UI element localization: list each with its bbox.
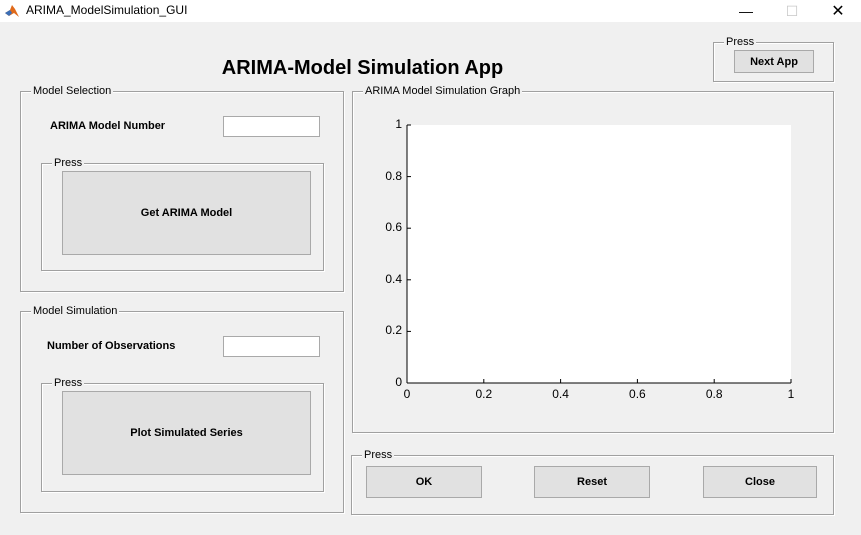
y-tick-label: 0.6 xyxy=(385,220,402,235)
page-title: ARIMA-Model Simulation App xyxy=(221,57,504,79)
y-tick-label: 1 xyxy=(395,117,402,131)
ok-button[interactable]: OK xyxy=(366,466,482,498)
y-tick-label: 0 xyxy=(395,375,402,389)
minimize-icon: — xyxy=(739,3,753,19)
plot-press-panel: Press xyxy=(41,376,324,492)
number-of-observations-input[interactable] xyxy=(223,336,320,357)
x-tick-label: 0.4 xyxy=(552,387,569,401)
actions-panel-label: Press xyxy=(362,448,395,462)
close-button[interactable]: Close xyxy=(703,466,817,498)
plot-simulated-series-button[interactable]: Plot Simulated Series xyxy=(62,391,311,475)
number-of-observations-label: Number of Observations xyxy=(47,340,176,352)
arima-model-number-input[interactable] xyxy=(223,116,320,137)
close-icon: ✕ xyxy=(831,3,845,20)
graph-panel: ARIMA Model Simulation Graph xyxy=(352,84,834,433)
plot-press-label: Press xyxy=(52,376,85,390)
arima-model-number-label: ARIMA Model Number xyxy=(50,120,166,132)
next-app-button[interactable]: Next App xyxy=(734,50,814,73)
graph-panel-title: ARIMA Model Simulation Graph xyxy=(363,84,523,98)
reset-button[interactable]: Reset xyxy=(534,466,650,498)
x-tick-label: 0.8 xyxy=(705,387,723,401)
model-simulation-panel: Model Simulation xyxy=(20,304,344,513)
next-app-panel-label: Press xyxy=(724,35,757,49)
model-selection-title: Model Selection xyxy=(31,84,114,98)
maximize-icon: ☐ xyxy=(785,2,799,19)
x-tick-label: 0.6 xyxy=(629,387,646,401)
maximize-button[interactable]: ☐ xyxy=(769,0,815,22)
window-title: ARIMA_ModelSimulation_GUI xyxy=(26,3,188,17)
actions-panel: Press xyxy=(351,448,834,515)
minimize-button[interactable]: — xyxy=(723,0,769,22)
y-tick-label: 0.8 xyxy=(385,168,402,183)
y-tick-label: 0.4 xyxy=(385,271,402,286)
model-selection-panel: Model Selection xyxy=(20,84,344,292)
matlab-icon xyxy=(5,5,19,17)
plot-axes[interactable] xyxy=(407,125,791,383)
get-model-press-label: Press xyxy=(52,156,85,170)
get-model-press-panel: Press xyxy=(41,156,324,271)
y-tick-label: 0.2 xyxy=(385,323,402,338)
model-simulation-title: Model Simulation xyxy=(31,304,120,318)
get-arima-model-button[interactable]: Get ARIMA Model xyxy=(62,171,311,255)
x-tick-label: 1 xyxy=(787,387,795,401)
title-bar: ARIMA_ModelSimulation_GUI — ☐ ✕ xyxy=(0,0,861,22)
next-app-panel: Press xyxy=(713,35,834,82)
x-tick-label: 0 xyxy=(403,387,411,401)
close-window-button[interactable]: ✕ xyxy=(815,0,861,22)
x-tick-label: 0.2 xyxy=(475,387,493,401)
